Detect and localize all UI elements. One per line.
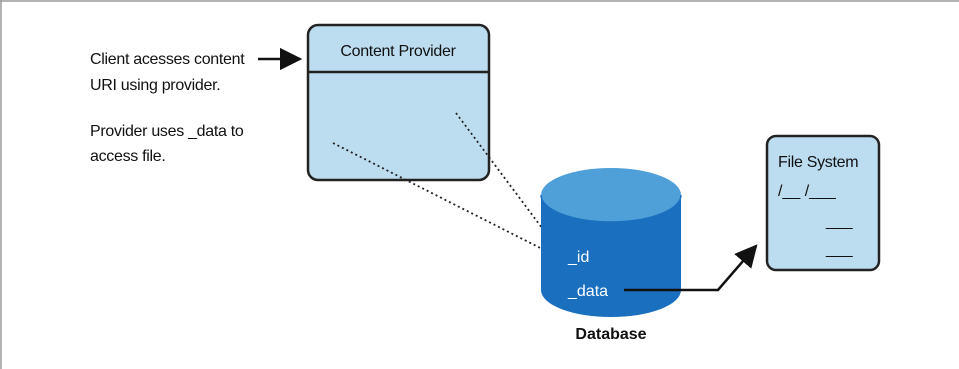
file-system-title: File System — [778, 154, 858, 171]
note-line-1: Client acesses content — [90, 51, 245, 68]
content-provider-title: Content Provider — [340, 43, 456, 60]
file-system-path: /__ /___ — [778, 183, 837, 200]
note-line-2: URI using provider. — [90, 77, 220, 94]
database-field-id: _id — [567, 249, 589, 266]
database-label: Database — [575, 326, 646, 343]
data-to-file-arrow — [624, 244, 758, 292]
database-field-data: _data — [567, 283, 608, 300]
content-provider-box: Content Provider — [306, 23, 491, 182]
database-cylinder: _id _data — [540, 168, 682, 317]
note-line-3: Provider uses _data to — [90, 123, 244, 140]
note-line-4: access file. — [90, 148, 166, 165]
file-system-line-a: ___ — [825, 213, 854, 230]
file-system-line-b: ___ — [825, 241, 854, 258]
file-system-box: File System /__ /___ ___ ___ — [765, 134, 881, 272]
